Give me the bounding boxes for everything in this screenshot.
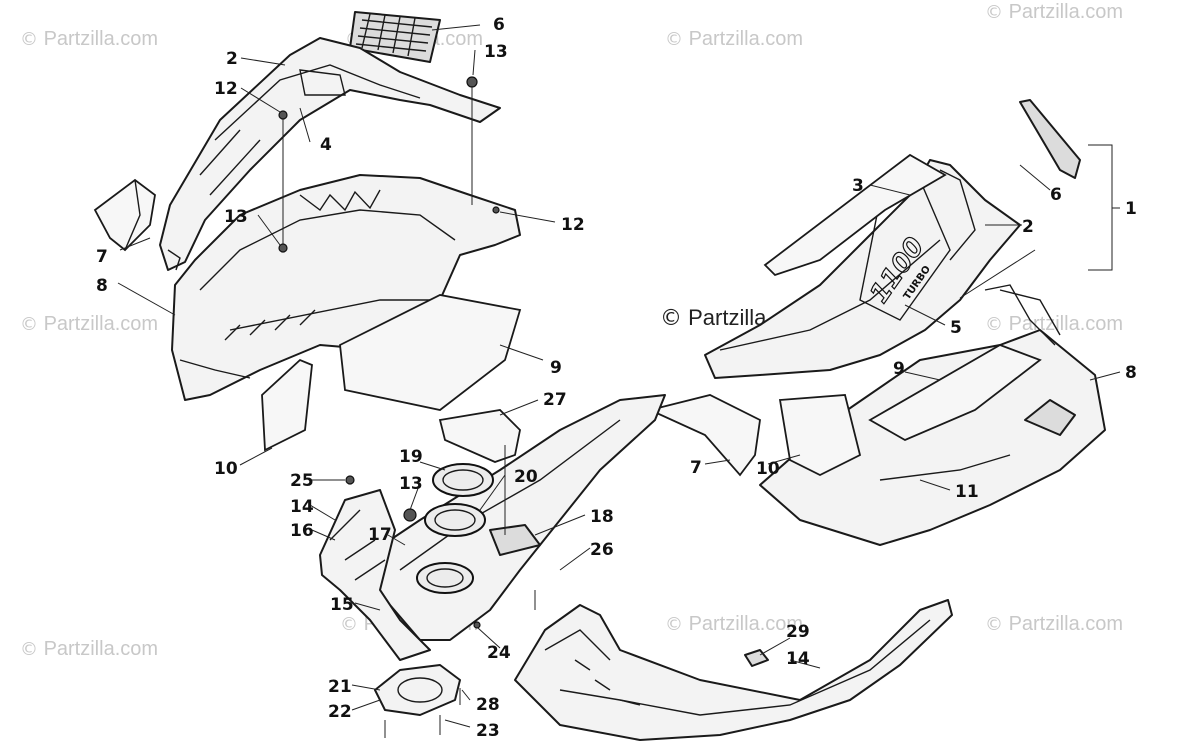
deflector-right-part <box>647 394 761 477</box>
vent-grille-right-part <box>1019 99 1081 179</box>
nut-13-lower <box>403 508 417 522</box>
callout-12-right: 12 <box>561 215 585 235</box>
side-bracket-14 <box>319 489 431 661</box>
callout-2-left: 2 <box>226 49 238 69</box>
watermark-9: © Partzilla.com <box>665 613 803 635</box>
screw-25 <box>345 475 355 485</box>
side-pad-left <box>261 358 313 452</box>
watermark-3: © Partzilla.com <box>665 28 803 50</box>
callout-6-left: 6 <box>493 15 505 35</box>
callout-11: 11 <box>955 482 979 502</box>
callout-10-left: 10 <box>214 459 238 479</box>
callout-8-right: 8 <box>1125 363 1137 383</box>
callout-1: 1 <box>1125 199 1137 219</box>
nut-13-top <box>466 76 478 88</box>
leader-lines <box>117 24 1121 728</box>
callout-21: 21 <box>328 677 352 697</box>
callout-8-left: 8 <box>96 276 108 296</box>
screw-12-left <box>278 110 288 120</box>
callout-4: 4 <box>320 135 332 155</box>
callout-7-right: 7 <box>690 458 702 478</box>
callout-9-left: 9 <box>550 358 562 378</box>
vent-grille-part <box>349 11 441 63</box>
callout-labels: 1 2 2 3 4 5 6 6 7 7 8 8 9 9 10 10 11 12 … <box>96 15 1137 741</box>
callout-9-right: 9 <box>893 359 905 379</box>
watermark-5: © Partzilla.com <box>20 313 158 335</box>
insulation-pad-left <box>339 294 522 411</box>
watermark-10: © Partzilla.com <box>985 613 1123 635</box>
watermark-1: © Partzilla.com <box>20 28 158 50</box>
callout-17: 17 <box>368 525 392 545</box>
lower-side-panel-right <box>759 329 1106 546</box>
belly-pan-assembly <box>319 394 666 738</box>
callout-19: 19 <box>399 447 423 467</box>
callout-15: 15 <box>330 595 354 615</box>
callout-5: 5 <box>950 318 962 338</box>
decal-pad-3 <box>763 153 947 277</box>
watermark-7: © Partzilla.com <box>20 638 158 660</box>
ring-20 <box>424 503 486 537</box>
screw-12-right <box>492 206 500 214</box>
callout-26: 26 <box>590 540 614 560</box>
callout-20: 20 <box>514 467 538 487</box>
duct-piece-18 <box>489 524 541 556</box>
callout-12-left: 12 <box>214 79 238 99</box>
filter-pad-27 <box>438 409 521 463</box>
screw-24 <box>473 621 481 629</box>
callout-24: 24 <box>487 643 511 663</box>
insulation-pad-right <box>868 344 1042 442</box>
right-panel-assembly: 1100 TURBO <box>647 99 1120 546</box>
left-hood-assembly <box>93 11 522 452</box>
callout-29: 29 <box>786 622 810 642</box>
skid-plate-14 <box>514 599 953 741</box>
callout-13-lower: 13 <box>399 474 423 494</box>
callout-16: 16 <box>290 521 314 541</box>
lower-hood-pan <box>171 174 521 401</box>
callout-10-right: 10 <box>756 459 780 479</box>
callout-3: 3 <box>852 176 864 196</box>
callout-14-left: 14 <box>290 497 314 517</box>
callout-13-left: 13 <box>224 207 248 227</box>
callout-7-left: 7 <box>96 247 108 267</box>
lower-duct-21 <box>374 664 461 716</box>
callout-27: 27 <box>543 390 567 410</box>
callout-2-right: 2 <box>1022 217 1034 237</box>
nut-13-left <box>278 243 288 253</box>
callout-14-right: 14 <box>786 649 810 669</box>
callout-6-right: 6 <box>1050 185 1062 205</box>
callout-25: 25 <box>290 471 314 491</box>
callout-28: 28 <box>476 695 500 715</box>
callout-22: 22 <box>328 702 352 722</box>
watermark-6: © Partzilla.com <box>985 313 1123 335</box>
callout-18: 18 <box>590 507 614 527</box>
callout-23: 23 <box>476 721 500 741</box>
ring-center <box>416 562 474 594</box>
group-bracket <box>1088 144 1113 271</box>
ring-19 <box>432 463 494 497</box>
callout-13-top: 13 <box>484 42 508 62</box>
watermark-4: © Partzilla.com <box>985 1 1123 23</box>
